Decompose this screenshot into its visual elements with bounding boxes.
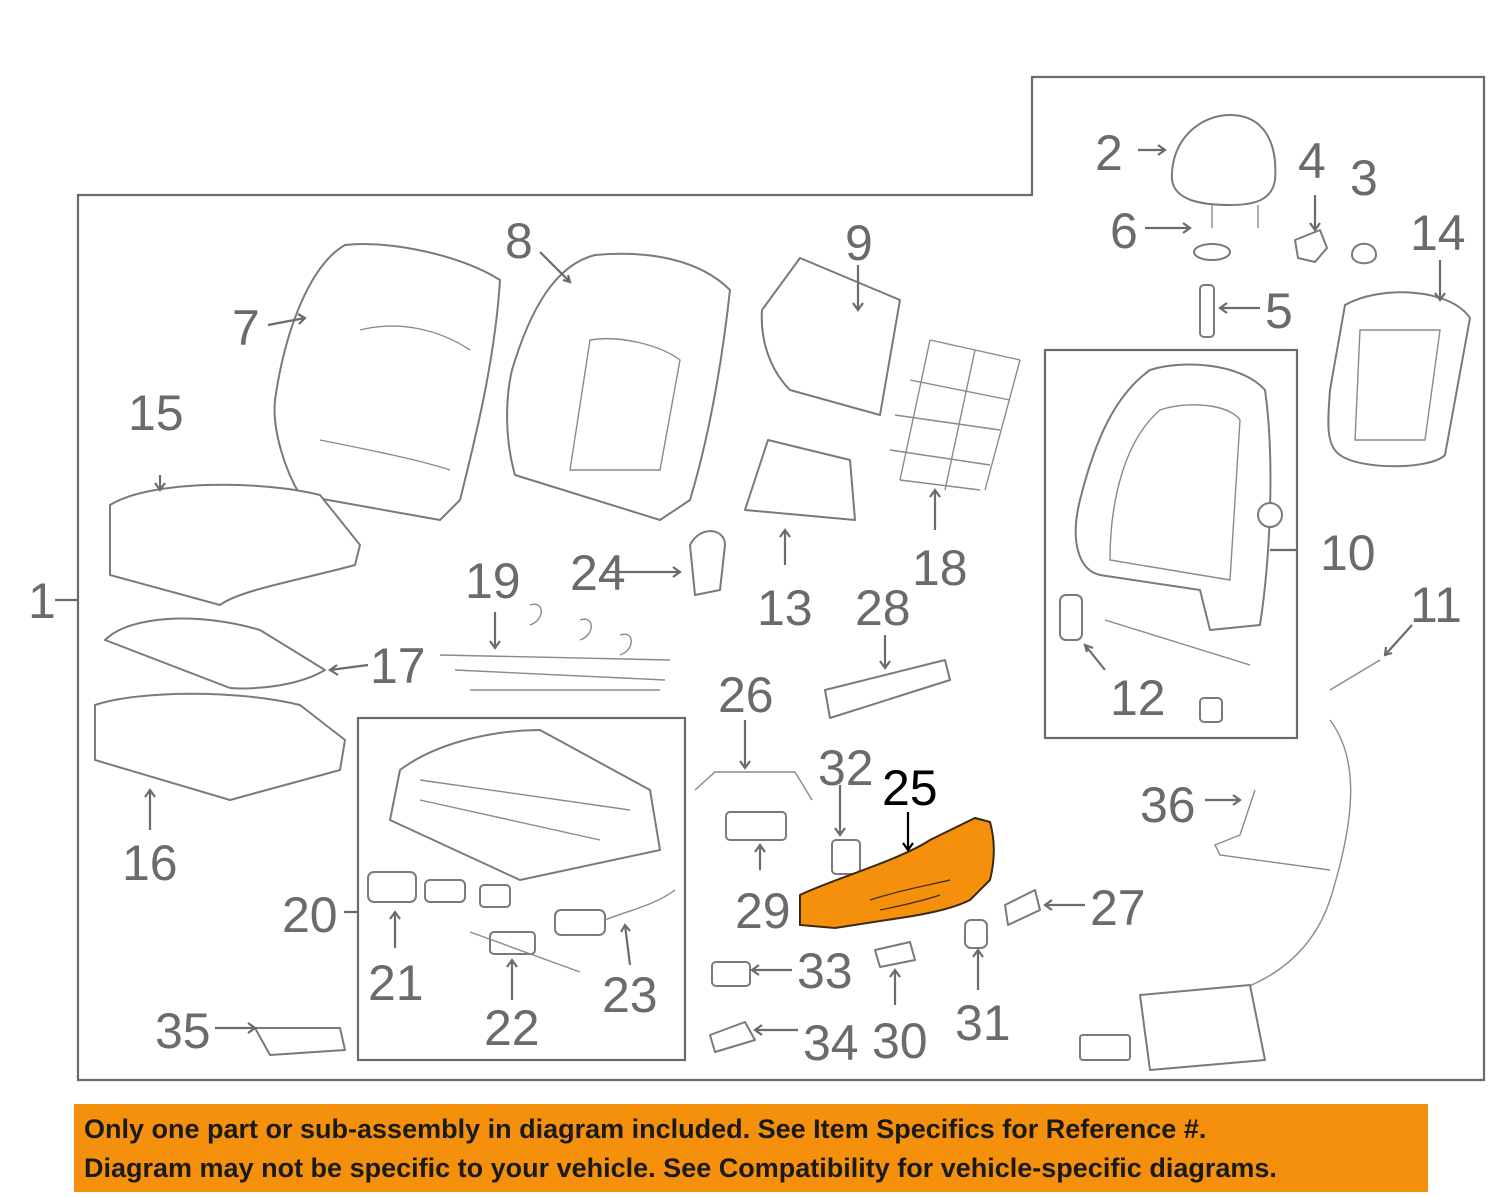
leader-lines xyxy=(55,144,1446,1036)
disclaimer-line-2: Diagram may not be specific to your vehi… xyxy=(84,1153,1277,1183)
seatback-frame-box xyxy=(1043,348,1299,740)
bezel-30-part xyxy=(874,941,916,968)
callout-14: 14 xyxy=(1410,205,1466,261)
callout-25: 25 xyxy=(882,760,938,816)
harness-tray-part xyxy=(1139,984,1266,1071)
callout-31: 31 xyxy=(955,995,1011,1051)
callout-2: 2 xyxy=(1095,125,1123,181)
switch-32-part xyxy=(831,839,861,875)
motor-22-part xyxy=(489,931,536,955)
callout-22: 22 xyxy=(484,1000,540,1056)
switch-29-part xyxy=(725,811,787,841)
motor-21-part xyxy=(367,871,417,903)
callout-28: 28 xyxy=(855,580,911,636)
callout-18: 18 xyxy=(912,540,968,596)
bezel-34-part xyxy=(709,1021,756,1053)
seat-side-shield-part xyxy=(799,816,995,930)
module-35-part xyxy=(254,1027,346,1056)
callout-9: 9 xyxy=(845,215,873,271)
callout-30: 30 xyxy=(872,1013,928,1069)
callout-12: 12 xyxy=(1110,670,1166,726)
callout-4: 4 xyxy=(1298,133,1326,189)
callout-7: 7 xyxy=(232,300,260,356)
recliner-motor-part xyxy=(1059,594,1083,641)
motor-23-part xyxy=(554,909,606,936)
callout-33: 33 xyxy=(797,943,853,999)
leader-25 xyxy=(902,812,914,852)
callout-20: 20 xyxy=(282,887,338,943)
callout-1: 1 xyxy=(28,573,56,629)
bracket-36-part xyxy=(1214,789,1331,871)
callout-16: 16 xyxy=(122,835,178,891)
spring-mat-part xyxy=(889,339,1021,491)
shield-28-part xyxy=(824,659,951,719)
bracket-24-part xyxy=(689,530,726,596)
headrest-guide-part xyxy=(1193,243,1231,261)
callout-36: 36 xyxy=(1140,777,1196,833)
callout-32: 32 xyxy=(818,740,874,796)
cushion-frame-part xyxy=(94,692,346,801)
callout-3: 3 xyxy=(1350,150,1378,206)
cap-4-part xyxy=(1294,229,1328,263)
disclaimer-line-1: Only one part or sub-assembly in diagram… xyxy=(84,1114,1207,1144)
callout-17: 17 xyxy=(370,638,426,694)
callout-labels: 1 2 3 4 5 6 7 8 9 10 11 12 13 14 15 16 1… xyxy=(28,125,1466,1071)
seatback-pad-part xyxy=(506,252,731,521)
callout-13: 13 xyxy=(757,580,813,636)
back-panel-part xyxy=(1327,291,1471,468)
callout-15: 15 xyxy=(128,385,184,441)
callout-29: 29 xyxy=(735,883,791,939)
callout-8: 8 xyxy=(505,213,533,269)
seat-adjuster-part xyxy=(389,729,661,881)
callout-35: 35 xyxy=(155,1003,211,1059)
callout-6: 6 xyxy=(1110,203,1138,259)
cover-27-part xyxy=(1004,889,1041,926)
callout-21: 21 xyxy=(368,955,424,1011)
headrest-part xyxy=(1170,114,1277,228)
callout-10: 10 xyxy=(1320,525,1376,581)
seatback-cover-part xyxy=(273,243,501,521)
seat-adjuster-box xyxy=(356,716,687,1062)
guide-sleeve-part xyxy=(1199,284,1215,338)
callout-19: 19 xyxy=(465,553,521,609)
callout-24: 24 xyxy=(570,545,626,601)
assembly-outline xyxy=(76,75,1486,1082)
bracket-26-part xyxy=(694,771,813,801)
callout-11: 11 xyxy=(1410,577,1462,633)
callout-34: 34 xyxy=(803,1015,859,1071)
callout-5: 5 xyxy=(1265,283,1293,339)
cushion-pad-part xyxy=(104,617,326,690)
switch-31-part xyxy=(964,919,988,949)
cap-3-part xyxy=(1351,242,1377,265)
callout-26: 26 xyxy=(718,667,774,723)
callout-23: 23 xyxy=(602,967,658,1023)
switch-33-part xyxy=(711,961,751,987)
trim-panel-part xyxy=(760,257,901,416)
disclaimer-banner: Only one part or sub-assembly in diagram… xyxy=(74,1104,1428,1192)
grommet-part xyxy=(1257,502,1283,528)
harness-part xyxy=(1199,659,1381,1001)
lumbar-part xyxy=(744,439,856,521)
cushion-springs-part xyxy=(439,603,671,691)
seatback-frame-part xyxy=(1074,363,1272,631)
cushion-cover-part xyxy=(109,483,361,606)
callout-27: 27 xyxy=(1090,880,1146,936)
